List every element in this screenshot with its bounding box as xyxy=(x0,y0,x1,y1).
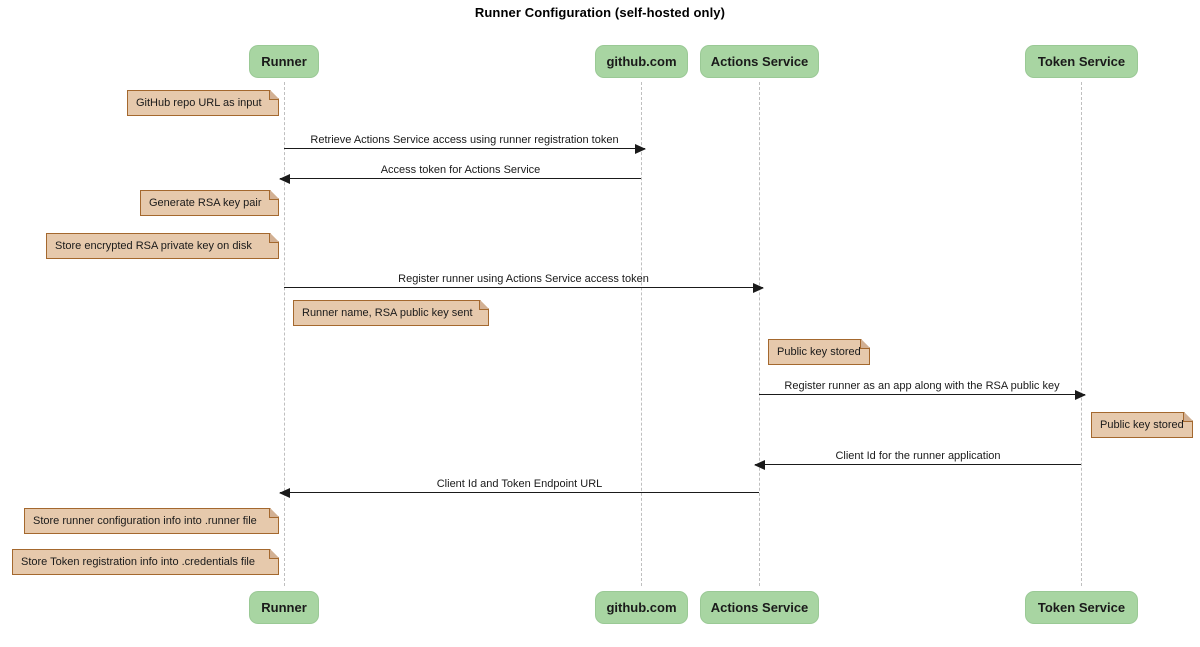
note-fold-icon xyxy=(269,191,278,200)
message-register-app: Register runner as an app along with the… xyxy=(759,380,1086,400)
note-text: Runner name, RSA public key sent xyxy=(302,307,473,319)
note-text: Store encrypted RSA private key on disk xyxy=(55,240,252,252)
message-label: Access token for Actions Service xyxy=(380,164,541,176)
note-public-key-token: Public key stored xyxy=(1091,412,1193,438)
message-label: Client Id and Token Endpoint URL xyxy=(436,478,603,490)
message-client-id-url: Client Id and Token Endpoint URL xyxy=(279,478,759,498)
message-label: Register runner as an app along with the… xyxy=(784,380,1060,392)
note-runner-name-rsa: Runner name, RSA public key sent xyxy=(293,300,489,326)
note-store-token-reg: Store Token registration info into .cred… xyxy=(12,549,279,575)
note-fold-icon xyxy=(269,234,278,243)
participant-actions-top[interactable]: Actions Service xyxy=(700,45,819,78)
participant-github-top[interactable]: github.com xyxy=(595,45,688,78)
lifeline-runner xyxy=(284,82,285,586)
arrowhead-left-icon xyxy=(279,488,290,498)
participant-token-top[interactable]: Token Service xyxy=(1025,45,1138,78)
message-retrieve-access: Retrieve Actions Service access using ru… xyxy=(284,134,646,154)
participant-actions-bottom[interactable]: Actions Service xyxy=(700,591,819,624)
message-register-runner: Register runner using Actions Service ac… xyxy=(284,273,764,293)
note-fold-icon xyxy=(860,340,869,349)
note-text: Generate RSA key pair xyxy=(149,197,262,209)
note-store-encrypted-rsa: Store encrypted RSA private key on disk xyxy=(46,233,279,259)
participant-github-bottom[interactable]: github.com xyxy=(595,591,688,624)
note-text: Store Token registration info into .cred… xyxy=(21,556,255,568)
arrowhead-right-icon xyxy=(635,144,646,154)
note-fold-icon xyxy=(269,550,278,559)
note-public-key-actions: Public key stored xyxy=(768,339,870,365)
note-github-repo-url: GitHub repo URL as input xyxy=(127,90,279,116)
participant-token-bottom[interactable]: Token Service xyxy=(1025,591,1138,624)
message-label: Client Id for the runner application xyxy=(835,450,1001,462)
note-text: GitHub repo URL as input xyxy=(136,97,262,109)
arrowhead-left-icon xyxy=(279,174,290,184)
participant-runner-top[interactable]: Runner xyxy=(249,45,319,78)
page-title: Runner Configuration (self-hosted only) xyxy=(474,5,726,20)
message-client-id: Client Id for the runner application xyxy=(754,450,1081,470)
arrowhead-right-icon xyxy=(753,283,764,293)
note-text: Public key stored xyxy=(1100,419,1184,431)
message-label: Retrieve Actions Service access using ru… xyxy=(310,134,619,146)
note-fold-icon xyxy=(1183,413,1192,422)
message-label: Register runner using Actions Service ac… xyxy=(398,273,649,285)
note-text: Public key stored xyxy=(777,346,861,358)
note-text: Store runner configuration info into .ru… xyxy=(33,515,257,527)
note-fold-icon xyxy=(269,509,278,518)
participant-runner-bottom[interactable]: Runner xyxy=(249,591,319,624)
lifeline-token xyxy=(1081,82,1082,586)
arrowhead-left-icon xyxy=(754,460,765,470)
note-generate-rsa: Generate RSA key pair xyxy=(140,190,279,216)
note-fold-icon xyxy=(269,91,278,100)
arrowhead-right-icon xyxy=(1075,390,1086,400)
message-access-token: Access token for Actions Service xyxy=(279,164,641,184)
note-store-runner-config: Store runner configuration info into .ru… xyxy=(24,508,279,534)
lifeline-github xyxy=(641,82,642,586)
note-fold-icon xyxy=(479,301,488,310)
lifeline-actions xyxy=(759,82,760,586)
